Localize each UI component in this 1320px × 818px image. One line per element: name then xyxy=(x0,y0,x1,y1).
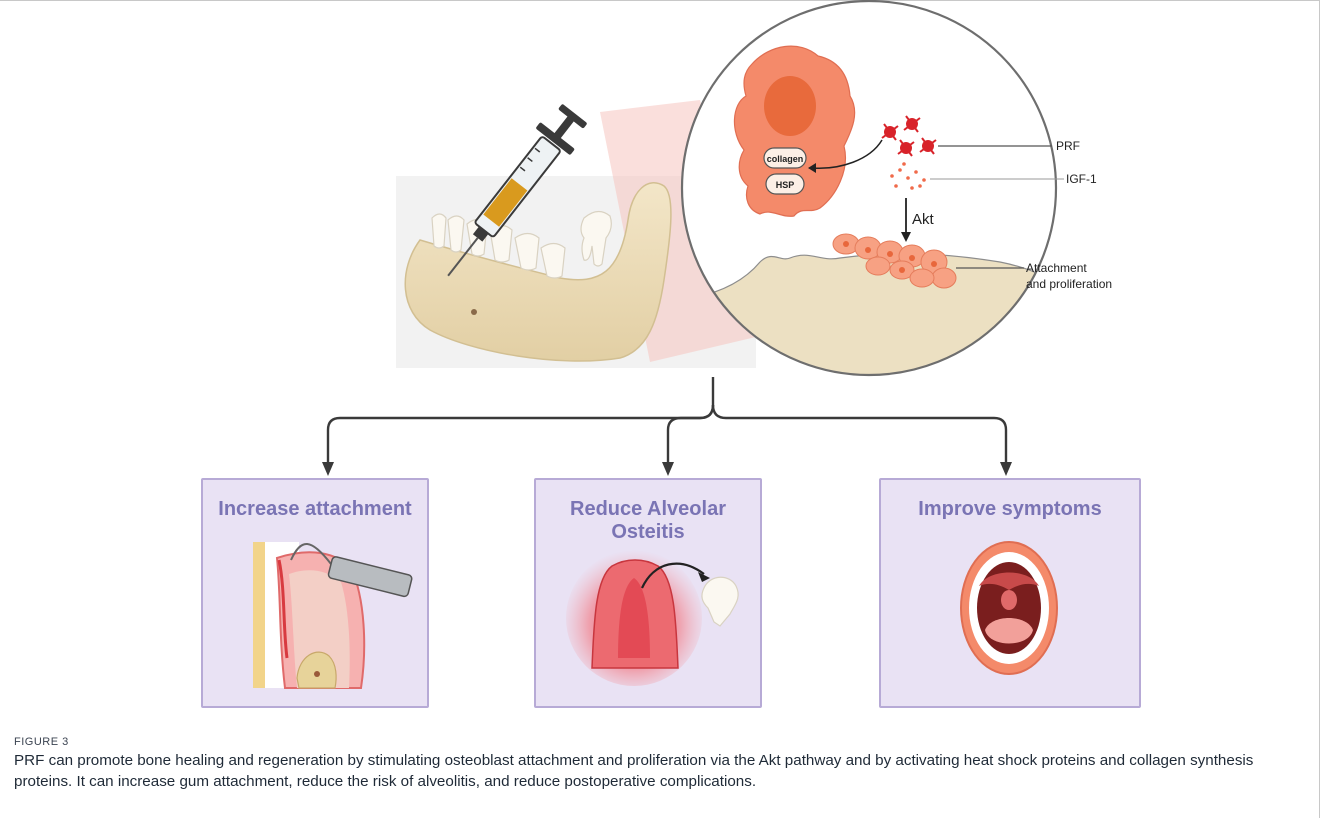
outcome-box-attachment: Increase attachment xyxy=(201,478,429,708)
igf1-label: IGF-1 xyxy=(1066,172,1097,186)
figure-label: FIGURE 3 xyxy=(14,736,1310,748)
outcome-box-symptoms: Improve symptoms xyxy=(879,478,1141,708)
branch-connector xyxy=(328,377,1006,466)
gum-probe-illustration xyxy=(201,478,429,708)
collagen-label: collagen xyxy=(767,154,804,164)
hsp-label: HSP xyxy=(776,180,795,190)
attachment-label-line2: and proliferation xyxy=(1026,277,1112,291)
open-mouth-illustration xyxy=(879,478,1141,708)
cell-nucleus xyxy=(764,76,816,136)
branch-arrowheads xyxy=(322,462,1012,476)
prf-label: PRF xyxy=(1056,139,1080,153)
mental-foramen xyxy=(471,309,477,315)
figure-caption: FIGURE 3 PRF can promote bone healing an… xyxy=(14,736,1310,792)
attachment-label-line1: Attachment xyxy=(1026,261,1087,275)
figure-caption-text: PRF can promote bone healing and regener… xyxy=(14,750,1310,792)
outcome-box-osteitis: Reduce Alveolar Osteitis xyxy=(534,478,762,708)
akt-label: Akt xyxy=(912,211,935,228)
socket-illustration xyxy=(534,478,762,708)
